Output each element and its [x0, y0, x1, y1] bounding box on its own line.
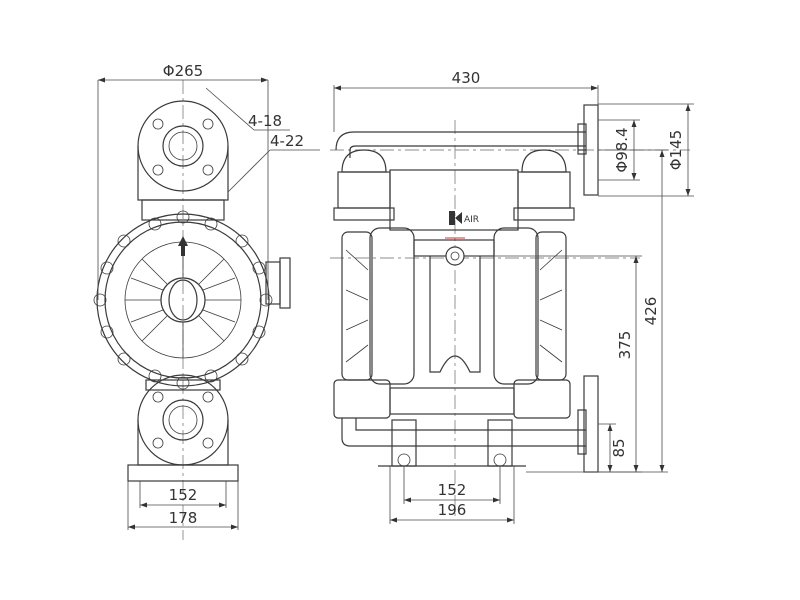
- dim-196-side: 196: [438, 501, 467, 519]
- dim-phi265: Φ265: [163, 62, 203, 80]
- dim-4-22: 4-22: [270, 132, 304, 150]
- diaphragm-chambers: [341, 227, 567, 385]
- front-dimensions: Φ265 4-18 4-22 152 178: [97, 62, 320, 530]
- dim-430: 430: [452, 69, 481, 87]
- dim-152-front: 152: [169, 486, 198, 504]
- top-manifold: [335, 104, 599, 196]
- top-flange: [137, 100, 229, 221]
- bottom-manifold: [341, 375, 599, 473]
- dim-152-side: 152: [438, 481, 467, 499]
- mount-feet: [378, 419, 526, 467]
- front-view: Φ265 4-18 4-22 152 178: [93, 62, 320, 540]
- air-label: AIR: [464, 215, 479, 225]
- dim-375: 375: [616, 331, 634, 360]
- dim-4-18: 4-18: [248, 112, 282, 130]
- dim-phi145: Φ145: [667, 130, 685, 170]
- side-view: AIR 430: [330, 69, 694, 524]
- dim-85: 85: [610, 438, 628, 457]
- dim-178-front: 178: [169, 509, 198, 527]
- air-inlet-label: AIR: [449, 211, 479, 225]
- valve-domes: [333, 149, 575, 231]
- bottom-flange: [127, 374, 239, 482]
- bottom-valves: [333, 379, 571, 419]
- pump-body: [93, 210, 291, 390]
- side-dimensions: 430 Φ98.4 Φ145 426 375 85: [333, 69, 694, 524]
- dim-426: 426: [642, 297, 660, 326]
